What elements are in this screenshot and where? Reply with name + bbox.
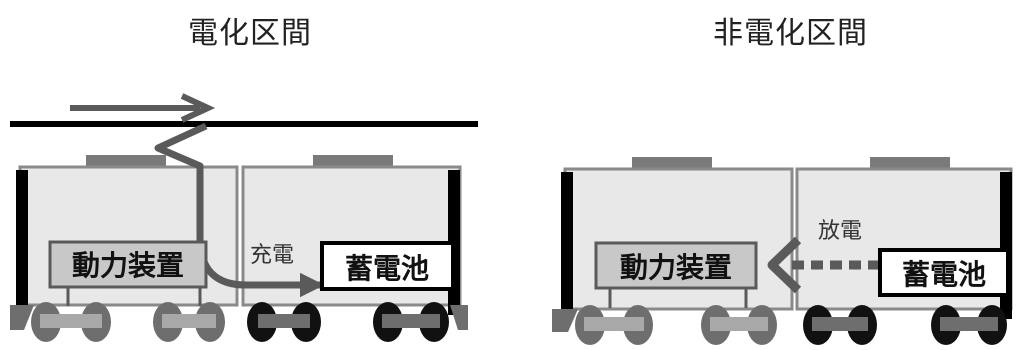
- discharge-arrow-head: [767, 236, 802, 294]
- roof-pad: [632, 157, 712, 169]
- drive-unit-box: [594, 241, 758, 290]
- discharge-label: 放電: [818, 219, 862, 244]
- roof-pad: [313, 155, 393, 167]
- drive-unit-label: 動力装置: [72, 249, 184, 282]
- roof-pad: [86, 155, 166, 167]
- car-end-bar: [561, 172, 573, 319]
- drive-unit-label: 動力装置: [620, 251, 732, 284]
- battery-label: 蓄電池: [902, 258, 986, 291]
- non-electrified-section-title: 非電化区間: [713, 16, 868, 51]
- car-end-bar: [16, 170, 28, 315]
- right-panel: 放電 動力装置 蓄電池: [552, 157, 1013, 345]
- battery-box: [320, 241, 455, 291]
- drive-unit-box: [48, 240, 208, 289]
- left-panel: 動力装置 充電 蓄電池: [10, 93, 478, 342]
- roof-pad: [870, 157, 950, 169]
- wheels-left: [10, 302, 468, 342]
- battery-box: [878, 248, 1010, 297]
- current-arrow-head: [180, 93, 216, 123]
- charge-label: 充電: [250, 243, 294, 268]
- battery-label: 蓄電池: [345, 252, 429, 285]
- wheels-right: [552, 305, 1007, 345]
- electrified-section-title: 電化区間: [188, 16, 312, 51]
